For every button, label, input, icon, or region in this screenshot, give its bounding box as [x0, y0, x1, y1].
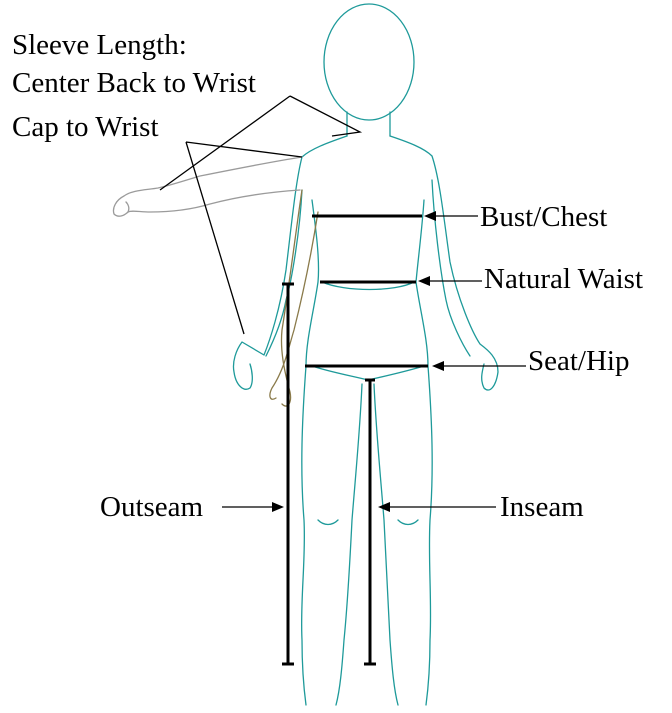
raised-arm [113, 157, 302, 216]
label-bust-chest: Bust/Chest [480, 201, 607, 233]
measurement-lines [282, 216, 428, 664]
body-left-flank [306, 200, 319, 366]
left-leg [302, 366, 362, 705]
hip-curve [312, 366, 424, 380]
head [324, 4, 414, 120]
inseam-arrowhead [378, 502, 390, 512]
lowered-arm [270, 190, 318, 406]
label-center-back-to-wrist: Center Back to Wrist [12, 67, 256, 99]
label-inseam: Inseam [500, 491, 584, 523]
pointer-lines [160, 96, 526, 512]
knee-marks [318, 520, 418, 525]
outseam-arrowhead [272, 502, 284, 512]
text-labels: Sleeve Length: Center Back to Wrist Cap … [12, 29, 643, 523]
left-arm-inner [266, 190, 302, 356]
torso-left-side [233, 136, 347, 389]
label-seat-hip: Seat/Hip [528, 345, 630, 377]
right-leg [374, 366, 432, 705]
label-sleeve-length: Sleeve Length: [12, 29, 187, 61]
torso-right-side [390, 136, 498, 390]
bust-arrowhead [424, 211, 436, 221]
label-cap-to-wrist: Cap to Wrist [12, 111, 159, 143]
label-natural-waist: Natural Waist [484, 263, 643, 295]
hip-arrowhead [432, 361, 444, 371]
waist-arrowhead [418, 276, 430, 286]
label-outseam: Outseam [100, 491, 204, 523]
figure-outline [233, 4, 498, 705]
